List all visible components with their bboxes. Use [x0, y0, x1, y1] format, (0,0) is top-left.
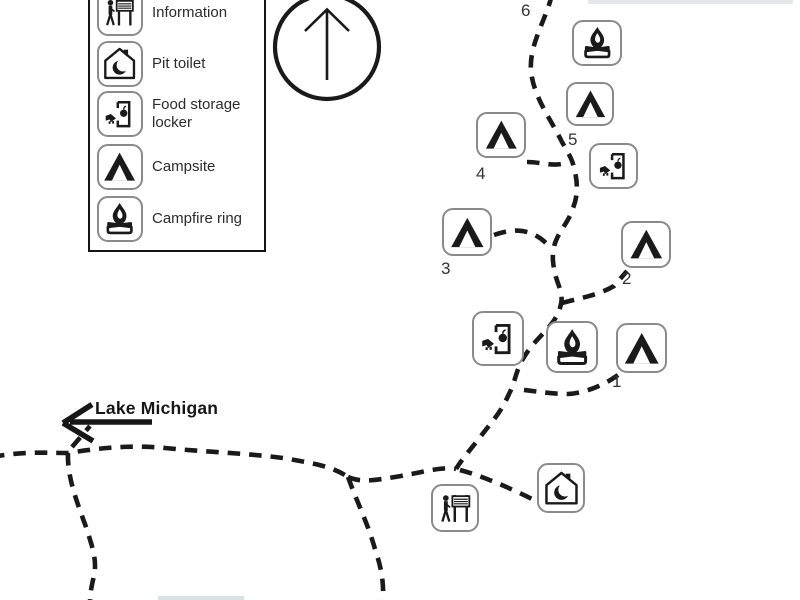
lake-direction-arrow: [61, 402, 152, 444]
campfire-ring-icon: [572, 20, 622, 66]
campsite-icon: [616, 323, 667, 373]
cutoff-remnant-bottom: [158, 596, 244, 600]
campsite-icon: [621, 221, 671, 268]
cutoff-remnant-top: [588, 0, 793, 4]
food-storage-locker-icon: [97, 91, 143, 137]
pit-toilet-icon: [97, 41, 143, 87]
trail-south-branch: [345, 476, 386, 600]
site-number-5: 5: [568, 130, 578, 149]
campsite-icon: [566, 82, 614, 126]
legend-label: Campfire ring: [152, 209, 243, 227]
marker-pit-toilet-south[interactable]: [537, 463, 585, 513]
legend-label: Food storage locker: [152, 95, 241, 131]
site-number-6: 6: [521, 1, 531, 20]
trail-lake-spur: [70, 424, 92, 449]
marker-campsite-4[interactable]: [476, 112, 526, 158]
campfire-ring-icon: [546, 321, 598, 373]
marker-campsite-1[interactable]: [616, 323, 667, 373]
map-legend: Information Pit toilet Food storage lock…: [88, 0, 266, 252]
information-icon: [431, 484, 479, 532]
north-arrow: [272, 0, 382, 102]
site-number-1: 1: [612, 372, 622, 391]
trail-west: [0, 444, 350, 479]
north-arrow-circle: [272, 0, 382, 102]
trail-southwest-branch: [65, 452, 98, 600]
information-icon: [97, 0, 143, 36]
marker-campsite-2[interactable]: [621, 221, 671, 268]
trail-main-north: [454, 0, 580, 471]
food-storage-locker-icon: [589, 143, 638, 189]
spur-campsite-3: [493, 228, 548, 245]
north-arrow-head: [304, 7, 350, 32]
marker-food-storage-locker-north[interactable]: [589, 143, 638, 189]
campsite-icon: [476, 112, 526, 158]
spur-campsite-4: [526, 159, 567, 167]
trail-network: [0, 0, 629, 600]
legend-item-food-storage-locker: Food storage locker: [97, 91, 254, 137]
site-number-4: 4: [476, 164, 486, 183]
pit-toilet-icon: [537, 463, 585, 513]
marker-food-storage-locker-central[interactable]: [472, 311, 524, 366]
legend-item-information: Information: [97, 0, 254, 36]
marker-campfire-ring-north[interactable]: [572, 20, 622, 66]
campfire-ring-icon: [97, 196, 143, 242]
legend-item-campfire-ring: Campfire ring: [97, 196, 254, 242]
marker-campsite-5[interactable]: [566, 82, 614, 126]
marker-campfire-ring-central[interactable]: [546, 321, 598, 373]
spur-campsite-2: [561, 269, 629, 306]
campsite-icon: [442, 208, 492, 256]
campsite-icon: [97, 144, 143, 190]
legend-label: Pit toilet: [152, 54, 206, 72]
site-number-3: 3: [441, 259, 451, 278]
spur-campsite-1: [515, 373, 620, 397]
legend-label: Campsite: [152, 157, 216, 175]
food-storage-locker-icon: [472, 311, 524, 366]
trail-connector-east: [347, 466, 457, 483]
legend-item-campsite: Campsite: [97, 144, 254, 190]
marker-campsite-3[interactable]: [442, 208, 492, 256]
lake-michigan-label: Lake Michigan: [95, 398, 219, 418]
spur-pit-toilet: [459, 467, 536, 503]
legend-item-pit-toilet: Pit toilet: [97, 41, 254, 87]
marker-information-south[interactable]: [431, 484, 479, 532]
site-number-2: 2: [622, 269, 632, 288]
legend-label: Information: [152, 3, 228, 21]
